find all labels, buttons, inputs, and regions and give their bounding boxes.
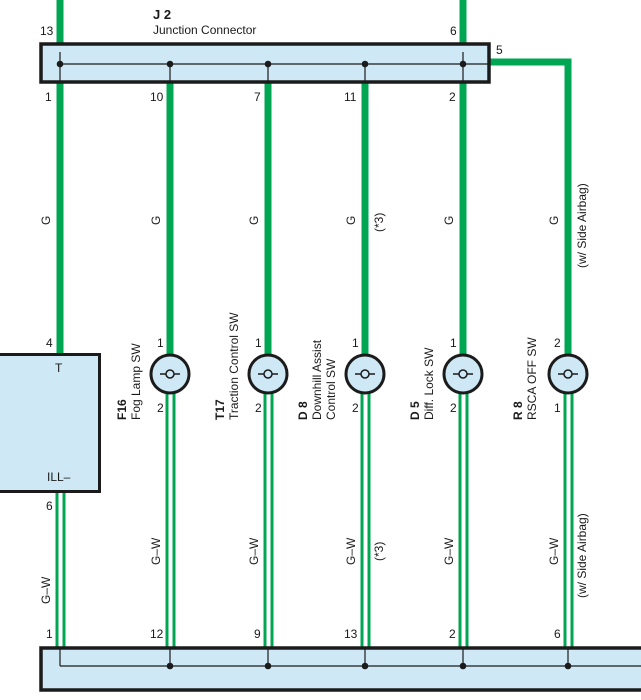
- switch-downhill-name-1: Downhill Assist: [309, 339, 324, 420]
- pin-rsca-top: 2: [554, 336, 561, 350]
- downhill-assist-switch-icon: [344, 353, 386, 395]
- switch-diff-name: Diff. Lock SW: [421, 347, 436, 420]
- switch-rsca-ref: R 8 RSCA OFF SW: [511, 337, 540, 420]
- junction-name: Junction Connector: [153, 23, 257, 37]
- wire-label-side-airbag-upper: (w/ Side Airbag): [575, 183, 589, 268]
- diff-lock-switch-icon: [442, 353, 484, 395]
- junction-ref: J 2: [153, 7, 172, 22]
- pin-top-feed-left: 13: [40, 24, 54, 38]
- wire-label-G-1: G: [39, 215, 53, 225]
- left-box-terminal-T: T: [55, 361, 63, 375]
- wire-label-G-5: G: [442, 215, 456, 225]
- upper-wires: [56, 0, 572, 355]
- pin-fog-bottom: 2: [157, 401, 164, 415]
- left-box-terminal-ILL: ILL–: [47, 470, 71, 484]
- switch-fog-ref-text: F16: [115, 399, 129, 420]
- switch-rsca-ref-text: R 8: [511, 401, 525, 420]
- pin-downhill-bottom: 2: [352, 401, 359, 415]
- pin-traction-bottom: 2: [255, 401, 262, 415]
- pin-top-extra: 5: [496, 43, 503, 57]
- pin-top-feed-right: 6: [450, 24, 457, 38]
- lower-wires: [55, 393, 574, 648]
- pin-left-box-top: 4: [46, 336, 53, 350]
- pin-top-bottom-3: 7: [254, 90, 261, 104]
- pin-bottom-3: 9: [254, 627, 261, 641]
- pin-top-bottom-2: 10: [150, 90, 164, 104]
- junction-connector-bottom: [39, 646, 641, 692]
- wire-label-G-4: G: [344, 215, 358, 225]
- pin-top-bottom-5: 2: [449, 90, 456, 104]
- pin-bottom-1: 1: [46, 627, 53, 641]
- rsca-off-switch-icon: [547, 353, 589, 395]
- switch-symbols: [149, 353, 589, 395]
- pin-top-bottom-1: 1: [45, 90, 52, 104]
- wire-label-GW-5: G–W: [442, 537, 456, 565]
- pin-diff-bottom: 2: [450, 401, 457, 415]
- pin-bottom-5: 2: [449, 627, 456, 641]
- switch-traction-name: Traction Control SW: [226, 312, 241, 420]
- pin-downhill-top: 1: [352, 336, 359, 350]
- wire-label-star3-lower: (*3): [372, 541, 386, 561]
- switch-traction-ref: T17 Traction Control SW: [213, 312, 242, 420]
- wire-label-GW-4: G–W: [344, 537, 358, 565]
- pin-bottom-6: 6: [554, 627, 561, 641]
- wire-label-G-2: G: [149, 215, 163, 225]
- switch-downhill-name-2: Control SW: [323, 358, 338, 420]
- left-component-box: [0, 353, 101, 493]
- junction-connector-top: [39, 42, 491, 84]
- wire-label-star3-upper: (*3): [372, 212, 386, 232]
- switch-rsca-name: RSCA OFF SW: [524, 337, 539, 420]
- switch-downhill-ref-text: D 8: [296, 401, 310, 420]
- pin-traction-top: 1: [255, 336, 262, 350]
- pin-top-bottom-4: 11: [344, 90, 357, 104]
- wire-label-side-airbag-lower: (w/ Side Airbag): [575, 513, 589, 598]
- pin-left-box-bottom: 6: [46, 499, 53, 513]
- wire-label-GW-1: G–W: [39, 576, 53, 604]
- wire-label-GW-3: G–W: [247, 537, 261, 565]
- switch-fog-name: Fog Lamp SW: [128, 343, 143, 420]
- pin-rsca-bottom: 1: [554, 401, 561, 415]
- fog-lamp-switch-icon: [149, 353, 191, 395]
- wire-label-G-3: G: [247, 215, 261, 225]
- switch-diff-ref-text: D 5: [408, 401, 422, 420]
- switch-downhill-ref: D 8 Downhill Assist Control SW: [296, 339, 338, 420]
- wire-rsca-G: [490, 58, 572, 355]
- pin-diff-top: 1: [450, 336, 457, 350]
- pin-bottom-2: 12: [150, 627, 164, 641]
- pin-bottom-4: 13: [344, 627, 358, 641]
- wire-label-GW-6: G–W: [547, 537, 561, 565]
- wire-label-GW-2: G–W: [149, 537, 163, 565]
- wire-label-G-6: G: [547, 215, 561, 225]
- switch-diff-ref: D 5 Diff. Lock SW: [408, 347, 437, 420]
- pin-fog-top: 1: [157, 336, 164, 350]
- traction-control-switch-icon: [247, 353, 289, 395]
- switch-fog-ref: F16 Fog Lamp SW: [115, 343, 144, 420]
- switch-traction-ref-text: T17: [213, 399, 227, 420]
